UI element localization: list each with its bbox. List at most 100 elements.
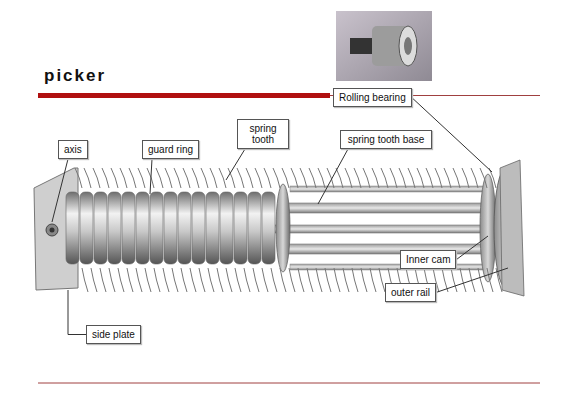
- spring-tooth-shape: [109, 268, 115, 292]
- spring-tooth-shape: [165, 168, 172, 188]
- red-bar: [38, 93, 330, 98]
- spring-tooth-shape: [181, 268, 187, 292]
- spring-tooth-shape: [471, 168, 478, 188]
- spring-tooth-shape: [372, 168, 379, 188]
- spring-tooth-shape: [192, 168, 199, 188]
- part-label: Rolling bearing: [339, 92, 406, 103]
- label-box: spring tooth: [237, 119, 289, 149]
- shaft: [270, 225, 492, 233]
- guard-ring-shape: [108, 192, 121, 264]
- spring-tooth-shape: [462, 168, 469, 188]
- spring-tooth-shape: [154, 268, 160, 292]
- leader-line: [456, 236, 488, 260]
- spring-tooth-shape: [273, 168, 280, 188]
- spring-tooth-shape: [262, 268, 268, 292]
- spring-tooth-shape: [399, 168, 406, 188]
- spring-tooth-shape: [226, 268, 232, 292]
- leader-line: [68, 290, 86, 335]
- spring-tooth-shape: [343, 268, 349, 292]
- spring-tooth-shape: [199, 268, 205, 292]
- guard-ring-shape: [220, 192, 233, 264]
- leader-line: [318, 149, 348, 204]
- spring-tooth-shape: [361, 268, 367, 292]
- guard-rings: [66, 192, 275, 264]
- spring-tooth-shape: [451, 268, 457, 292]
- guard-ring-shape: [234, 192, 247, 264]
- part-label: spring tooth base: [346, 134, 426, 145]
- spring-tooth-shape: [336, 168, 343, 188]
- spring-tooth-shape: [255, 168, 262, 188]
- spring-tooth-shape: [183, 168, 190, 188]
- spring-teeth: [75, 168, 502, 292]
- label-box: guard ring: [142, 140, 199, 159]
- spring-tooth-shape: [208, 268, 214, 292]
- spring-tooth-shape: [136, 268, 142, 292]
- part-label: side plate: [92, 329, 135, 340]
- end-disk: [276, 184, 290, 272]
- spring-tooth-shape: [120, 168, 127, 188]
- spring-tooth-shape: [334, 268, 340, 292]
- spring-tooth-shape: [408, 168, 415, 188]
- spring-tooth-shape: [352, 268, 358, 292]
- spring-tooth-shape: [460, 268, 466, 292]
- axis-bolt: [46, 224, 58, 236]
- guard-ring-shape: [248, 192, 261, 264]
- spring-tooth-shape: [381, 168, 388, 188]
- spring-tooth-shape: [325, 268, 331, 292]
- guard-ring-shape: [206, 192, 219, 264]
- part-label: axis: [64, 144, 82, 155]
- spring-tooth-shape: [300, 168, 307, 188]
- spring-tooth-shape: [478, 268, 484, 292]
- spring-tooth-shape: [246, 168, 253, 188]
- spring-tooth-shape: [291, 168, 298, 188]
- spring-tooth-shape: [174, 168, 181, 188]
- spring-tooth-shape: [253, 268, 259, 292]
- spring-tooth-shape: [309, 168, 316, 188]
- label-box: Rolling bearing: [333, 88, 412, 107]
- bearing-photo: [336, 11, 432, 81]
- spring-tooth-shape: [298, 268, 304, 292]
- spring-tooth-shape: [129, 168, 136, 188]
- label-box: side plate: [86, 325, 141, 344]
- spring-tooth-shape: [444, 168, 451, 188]
- spring-tooth-shape: [93, 168, 100, 188]
- spring-tooth-shape: [271, 268, 277, 292]
- leader-line: [436, 268, 508, 293]
- spring-tooth-shape: [280, 268, 286, 292]
- spring-tooth-shape: [172, 268, 178, 292]
- spring-tooth-shape: [426, 168, 433, 188]
- spring-tooth-shape: [235, 268, 241, 292]
- spring-tooth-shape: [190, 268, 196, 292]
- guard-ring-shape: [80, 192, 93, 264]
- leader-line: [226, 149, 245, 180]
- spring-tooth-shape: [370, 268, 376, 292]
- spring-tooth-shape: [316, 268, 322, 292]
- spring-tooth-shape: [163, 268, 169, 292]
- spring-tooth-shape: [210, 168, 217, 188]
- axis-core: [50, 228, 55, 233]
- spring-tooth-shape: [363, 168, 370, 188]
- spring-tooth-shape: [111, 168, 118, 188]
- guard-ring-shape: [164, 192, 177, 264]
- spring-tooth-shape: [118, 268, 124, 292]
- spring-tooth-shape: [219, 168, 226, 188]
- spring-tooth-shape: [354, 168, 361, 188]
- label-box: spring tooth base: [340, 130, 432, 149]
- spring-tooth-shape: [435, 168, 442, 188]
- spring-tooth-shape: [102, 168, 109, 188]
- guard-ring-shape: [150, 192, 163, 264]
- guard-ring-shape: [178, 192, 191, 264]
- side-plate-shape: [34, 168, 78, 290]
- guard-ring-shape: [94, 192, 107, 264]
- spring-tooth-shape: [75, 168, 82, 188]
- spring-tooth-shape: [453, 168, 460, 188]
- guard-ring-shape: [66, 192, 79, 264]
- label-box: Inner cam: [400, 250, 456, 269]
- spring-tooth-shape: [318, 168, 325, 188]
- guard-ring-shape: [192, 192, 205, 264]
- spring-tooth-shape: [82, 268, 88, 292]
- guard-ring-shape: [136, 192, 149, 264]
- spring-tooth-shape: [345, 168, 352, 188]
